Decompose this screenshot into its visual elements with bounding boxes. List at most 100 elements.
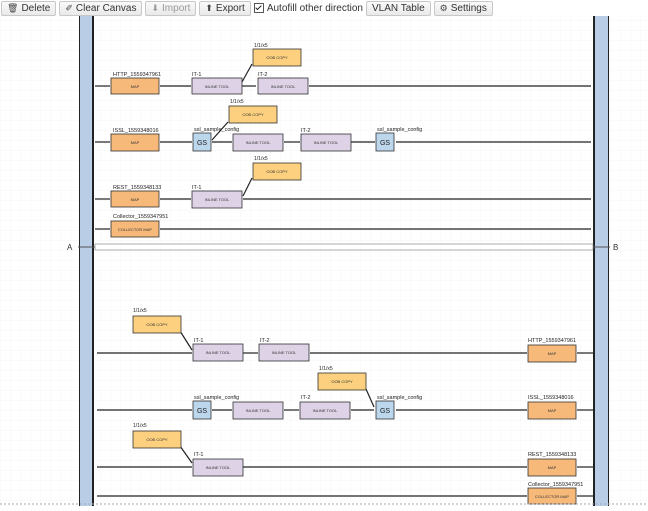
delete-button[interactable]: 🗑Delete — [1, 0, 57, 16]
oob-link[interactable] — [365, 388, 375, 408]
oob-copy-node-3[interactable]: OOB COPY — [252, 162, 302, 181]
inline-tool-it1-issl-bot[interactable]: INLINE TOOL — [232, 401, 284, 420]
node-label: MAP — [548, 465, 557, 470]
a-b-divider-band — [94, 243, 594, 251]
gs-node-bot-2[interactable]: GS — [375, 400, 395, 420]
inline-tool-it2-http-top[interactable]: INLINE TOOL — [257, 77, 309, 95]
tool-name-it1-rest-top: IT-1 — [192, 185, 201, 191]
clear-canvas-label: Clear Canvas — [75, 2, 137, 14]
ssl-config-name-bot-2: ssl_sample_config — [377, 395, 422, 401]
map-node-issl-top[interactable]: MAP — [110, 133, 160, 152]
chain-name-rest-top: REST_1559348133 — [113, 185, 161, 191]
oob-link[interactable] — [211, 121, 229, 141]
autofill-checkbox[interactable]: Autofill other direction — [253, 1, 363, 16]
node-label: INLINE TOOL — [271, 84, 297, 89]
inline-tool-it2-issl-bot[interactable]: INLINE TOOL — [299, 401, 351, 420]
autofill-label: Autofill other direction — [266, 2, 363, 14]
trash-icon: 🗑 — [7, 2, 19, 13]
port-label-oob1: 1/1/x5 — [254, 43, 268, 49]
node-label: COLLECTOR MAP — [118, 227, 152, 232]
map-node-http-top[interactable]: MAP — [110, 77, 160, 95]
gear-icon: ⚙ — [439, 2, 448, 13]
tool-name-it2-http-bot: IT-2 — [260, 338, 269, 344]
node-label: OOB COPY — [242, 112, 264, 117]
chain-name-collector-bot: Collector_1559347951 — [528, 482, 583, 488]
rail-a — [80, 16, 94, 506]
port-label-oob5: 1/1/x5 — [319, 366, 333, 372]
gs-node-bot-1[interactable]: GS — [192, 400, 212, 420]
settings-label: Settings — [450, 2, 487, 14]
inline-tool-it1-issl-top[interactable]: INLINE TOOL — [232, 133, 284, 152]
tool-name-it1-http-bot: IT-1 — [194, 338, 203, 344]
inline-tool-it1-http-bot[interactable]: INLINE TOOL — [192, 343, 244, 362]
node-label: INLINE TOOL — [314, 140, 340, 145]
node-label: INLINE TOOL — [272, 350, 298, 355]
node-label: GS — [380, 408, 390, 415]
clear-canvas-button[interactable]: ✐Clear Canvas — [59, 0, 143, 16]
inline-tool-it2-issl-top[interactable]: INLINE TOOL — [300, 133, 352, 152]
delete-label: Delete — [21, 2, 51, 14]
node-label: INLINE TOOL — [205, 84, 231, 89]
chain-name-http-bot: HTTP_1559347961 — [528, 338, 576, 344]
tool-name-it2-issl-bot: IT-2 — [301, 395, 310, 401]
map-node-rest-top[interactable]: MAP — [110, 190, 160, 208]
upload-icon: ⬆ — [205, 2, 213, 13]
oob-copy-node-5[interactable]: OOB COPY — [317, 372, 367, 391]
canvas-grid — [0, 16, 648, 506]
map-node-rest-bot[interactable]: MAP — [527, 458, 577, 477]
tool-name-it2-issl-top: IT-2 — [301, 128, 310, 134]
node-label: GS — [380, 140, 390, 147]
node-label: OOB COPY — [146, 437, 168, 442]
node-label: MAP — [131, 84, 140, 89]
side-b-label: B — [613, 243, 618, 252]
oob-copy-node-4[interactable]: OOB COPY — [132, 315, 182, 334]
inline-tool-it2-http-bot[interactable]: INLINE TOOL — [258, 343, 310, 362]
oob-copy-node-2[interactable]: OOB COPY — [228, 105, 278, 124]
inline-tool-it1-http-top[interactable]: INLINE TOOL — [191, 77, 243, 95]
checkbox-checked-icon[interactable] — [253, 3, 264, 13]
oob-copy-node-1[interactable]: OOB COPY — [252, 48, 302, 67]
side-a-label: A — [67, 243, 73, 252]
vlan-table-button[interactable]: VLAN Table — [366, 0, 431, 16]
chain-name-issl-bot: ISSL_1559348016 — [528, 395, 574, 401]
eraser-icon: ✐ — [65, 2, 73, 13]
node-label: INLINE TOOL — [246, 408, 272, 413]
gs-node-top-1[interactable]: GS — [192, 132, 212, 152]
node-label: COLLECTOR MAP — [535, 494, 569, 499]
ssl-config-name-bot-1: ssl_sample_config — [194, 395, 239, 401]
node-label: INLINE TOOL — [206, 350, 232, 355]
ssl-config-name-top-2: ssl_sample_config — [377, 127, 422, 133]
oob-link[interactable] — [242, 177, 253, 197]
collector-map-node-top[interactable]: COLLECTOR MAP — [110, 220, 160, 238]
node-label: OOB COPY — [331, 379, 353, 384]
oob-link[interactable] — [179, 445, 193, 464]
collector-map-node-bot[interactable]: COLLECTOR MAP — [527, 487, 577, 505]
oob-link[interactable] — [179, 330, 193, 351]
tool-name-it2-http-top: IT-2 — [258, 72, 267, 78]
tool-name-it1-http-top: IT-1 — [192, 72, 201, 78]
port-label-oob3: 1/1/x5 — [254, 156, 268, 162]
inline-tool-it1-rest-top[interactable]: INLINE TOOL — [191, 190, 243, 209]
import-label: Import — [162, 2, 191, 14]
node-label: OOB COPY — [266, 169, 288, 174]
node-label: MAP — [548, 351, 557, 356]
oob-link[interactable] — [241, 63, 253, 83]
export-label: Export — [215, 2, 245, 14]
node-label: INLINE TOOL — [313, 408, 339, 413]
node-label: MAP — [131, 140, 140, 145]
import-button[interactable]: ⬇Import — [145, 0, 197, 16]
node-label: OOB COPY — [146, 322, 168, 327]
export-button[interactable]: ⬆Export — [199, 0, 251, 16]
port-label-oob2: 1/1/x5 — [230, 99, 244, 105]
ssl-config-name-top-1: ssl_sample_config — [194, 127, 239, 133]
settings-button[interactable]: ⚙Settings — [433, 0, 493, 16]
chain-name-rest-bot: REST_1559348133 — [528, 452, 576, 458]
oob-copy-node-6[interactable]: OOB COPY — [132, 430, 182, 449]
map-node-issl-bot[interactable]: MAP — [527, 401, 577, 420]
inline-tool-it1-rest-bot[interactable]: INLINE TOOL — [192, 458, 244, 477]
topology-canvas[interactable]: A B HTTP_1559347961 MAP IT-1 INLINE TOOL… — [0, 16, 648, 506]
node-label: OOB COPY — [266, 55, 288, 60]
map-node-http-bot[interactable]: MAP — [527, 344, 577, 363]
gs-node-top-2[interactable]: GS — [375, 132, 395, 152]
vlan-table-label: VLAN Table — [372, 2, 425, 14]
